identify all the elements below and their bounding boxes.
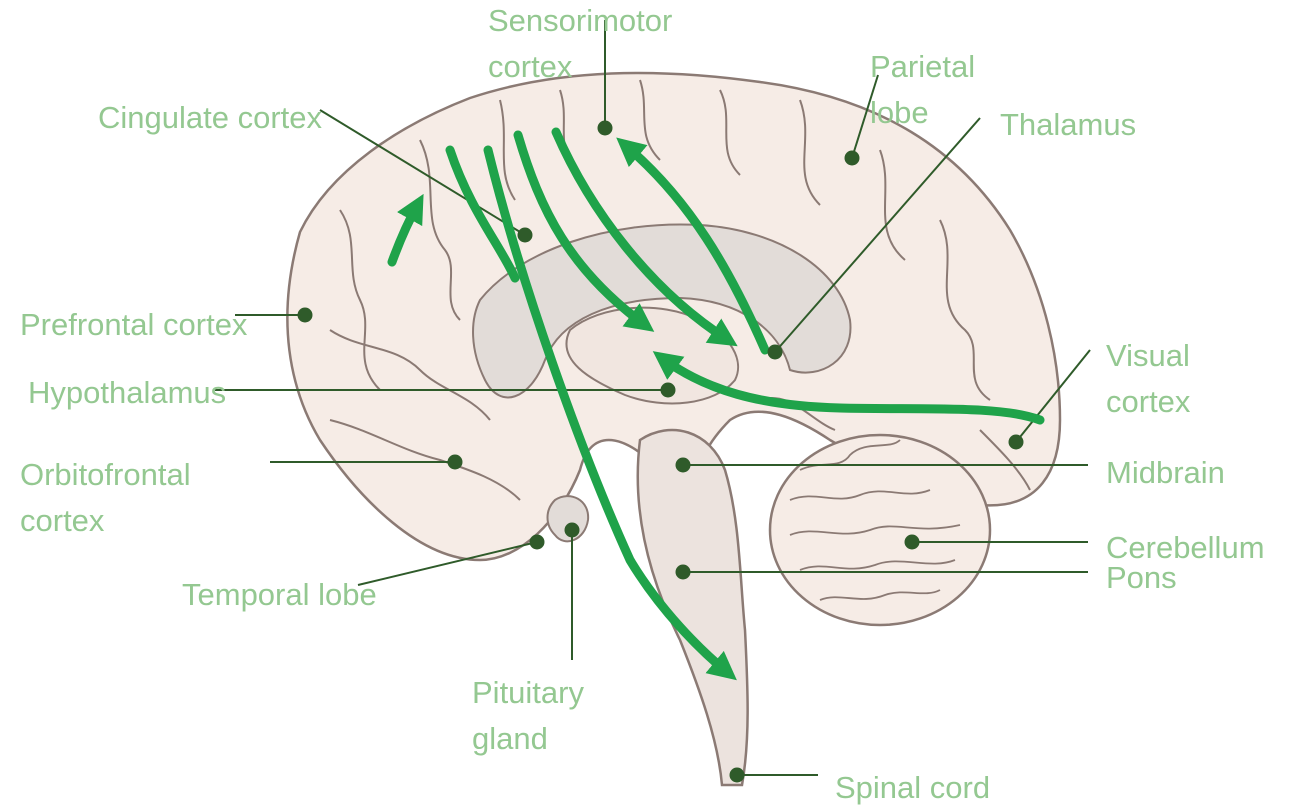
brainstem-shape [638,430,748,785]
dot-orbitofrontal-cortex [448,455,463,470]
label-prefrontal-cortex: Prefrontal cortex [20,302,247,348]
dot-pituitary-gland [565,523,580,538]
label-pituitary-gland: Pituitary gland [472,670,584,762]
dot-parietal-lobe [845,151,860,166]
dot-midbrain [676,458,691,473]
label-midbrain: Midbrain [1106,450,1225,496]
dot-sensorimotor-cortex [598,121,613,136]
cerebellum-shape [770,435,990,625]
label-sensorimotor-cortex: Sensorimotor cortex [488,0,672,90]
label-orbitofrontal-cortex: Orbitofrontal cortex [20,452,191,544]
dot-temporal-lobe [530,535,545,550]
label-temporal-lobe: Temporal lobe [182,572,377,618]
label-pons: Pons [1106,555,1177,601]
dot-spinal-cord [730,768,745,783]
dot-hypothalamus [661,383,676,398]
label-visual-cortex: Visual cortex [1106,333,1190,425]
label-thalamus: Thalamus [1000,102,1136,148]
dot-visual-cortex [1009,435,1024,450]
dot-cerebellum [905,535,920,550]
label-parietal-lobe: Parietal lobe [870,44,975,136]
label-cingulate-cortex: Cingulate cortex [98,95,322,141]
dot-cingulate-cortex [518,228,533,243]
dot-thalamus [768,345,783,360]
label-spinal-cord: Spinal cord [835,765,990,811]
dot-prefrontal-cortex [298,308,313,323]
dot-pons [676,565,691,580]
label-hypothalamus: Hypothalamus [28,370,226,416]
